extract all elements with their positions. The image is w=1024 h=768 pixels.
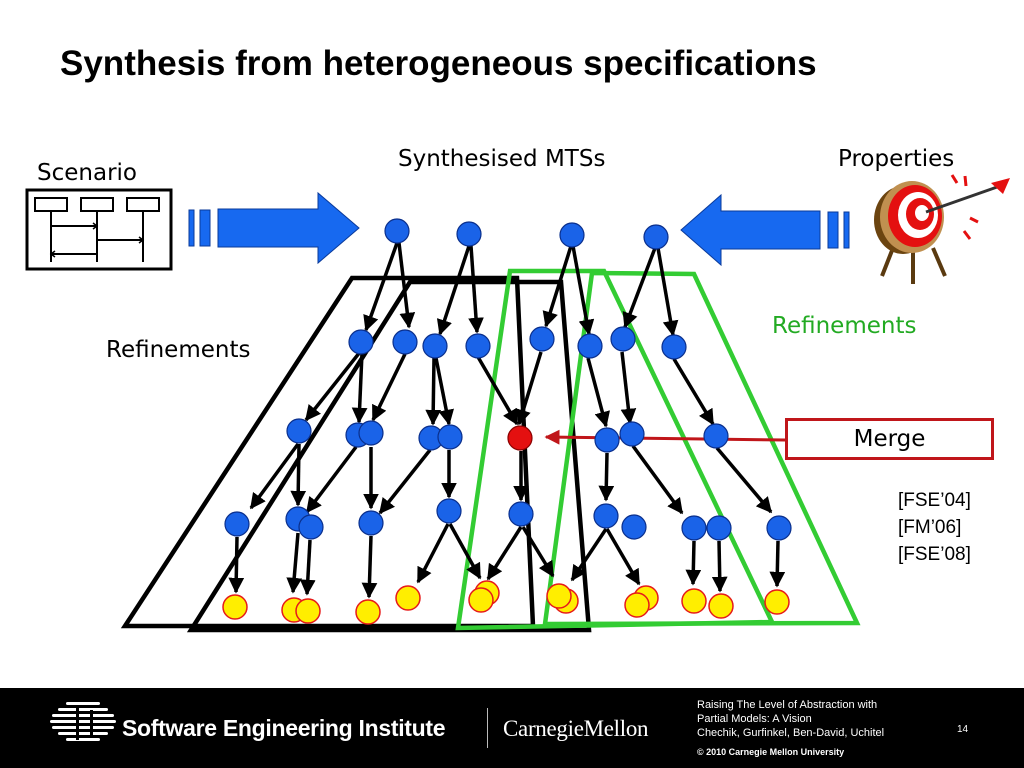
target-icon xyxy=(874,174,1010,284)
reference-item: [FSE’04] xyxy=(898,490,971,511)
mts-diagram xyxy=(25,174,1010,633)
talk-info-line: Chechik, Gurfinkel, Ben-David, Uchitel xyxy=(697,727,885,739)
cmu-name: CarnegieMellon xyxy=(503,716,649,741)
properties-input-arrow xyxy=(680,193,850,267)
footer-divider xyxy=(487,708,488,748)
page-number: 14 xyxy=(957,724,969,735)
merge-arrow xyxy=(544,429,786,445)
slide-footer: Software Engineering Institute CarnegieM… xyxy=(0,688,1024,768)
state-transitions xyxy=(228,242,786,599)
talk-info-line: Raising The Level of Abstraction with xyxy=(697,699,878,711)
copyright: © 2010 Carnegie Mellon University xyxy=(697,747,845,757)
sequence-diagram-icon xyxy=(25,188,173,271)
scenario-input-arrow xyxy=(188,191,360,265)
references-list: [FSE’04] [FM’06] [FSE’08] xyxy=(898,487,971,568)
sei-name: Software Engineering Institute xyxy=(122,715,446,741)
state-nodes xyxy=(224,218,792,541)
synthesised-mts-label: Synthesised MTSs xyxy=(398,146,606,172)
merge-label-box: Merge xyxy=(785,418,994,460)
talk-info-line: Partial Models: A Vision xyxy=(697,713,812,725)
refinements-left-label: Refinements xyxy=(106,337,251,363)
merge-label: Merge xyxy=(853,426,926,452)
sei-globe-logo xyxy=(50,702,116,741)
reference-item: [FSE’08] xyxy=(898,544,971,565)
talk-info: Raising The Level of Abstraction with Pa… xyxy=(697,698,884,740)
leaf-nodes xyxy=(222,580,790,625)
merged-state-node xyxy=(507,425,533,451)
right-refinement-outline xyxy=(455,268,861,631)
refinements-right-label: Refinements xyxy=(772,313,917,339)
reference-item: [FM’06] xyxy=(898,517,962,538)
scenario-label: Scenario xyxy=(37,160,137,186)
slide-title: Synthesis from heterogeneous specificati… xyxy=(60,44,817,83)
properties-label: Properties xyxy=(838,146,955,172)
